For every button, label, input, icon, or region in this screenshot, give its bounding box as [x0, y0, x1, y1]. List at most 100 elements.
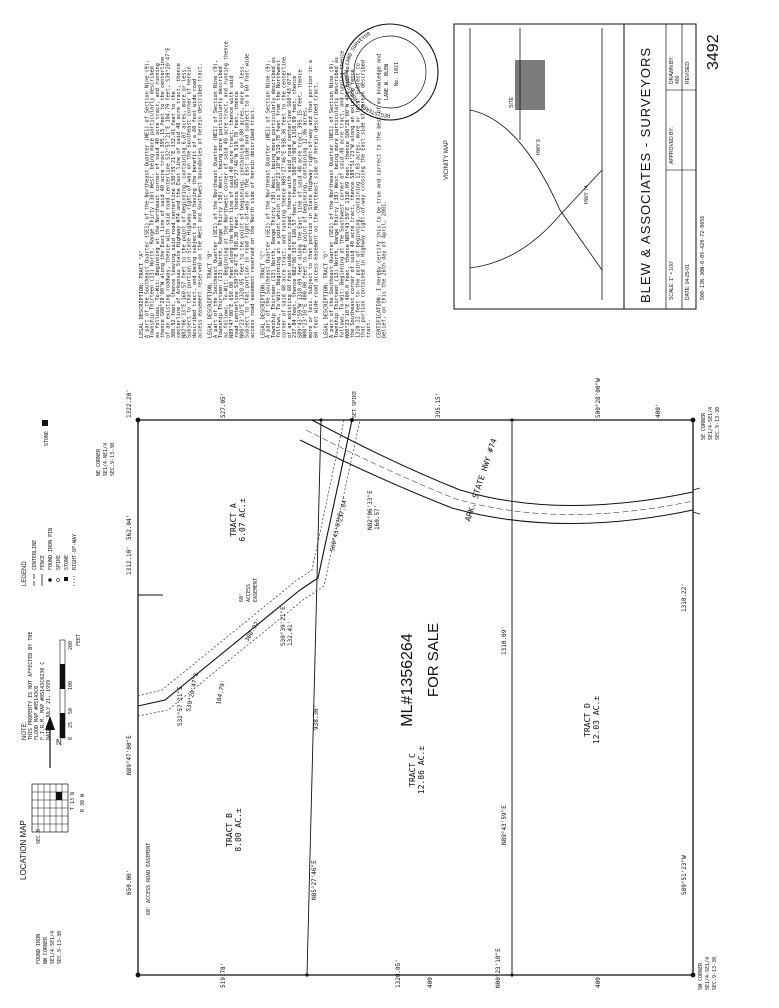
tract-a-area: 6.07 AC.±: [238, 498, 247, 542]
pin-icon: [510, 973, 514, 977]
vicinity-road: [469, 109, 603, 271]
vicinity-map-title: VICINITY MAP: [444, 140, 450, 180]
legal-heading: LEGAL DESCRIPTION: TRACT "A": [139, 251, 145, 338]
call-d400c: 400': [427, 974, 434, 988]
nw-corner-label-2: SE1/4-SE1/4: [50, 931, 56, 964]
access-road-centerline: [137, 419, 353, 707]
highway-centerline: [305, 429, 694, 515]
legend-title: LEGEND: [22, 561, 28, 586]
location-map-title: LOCATION MAP: [19, 820, 28, 880]
tract-b-area: 8.80 AC.±: [234, 808, 243, 852]
se-corner-label-2: SEC.9-13-30: [715, 407, 721, 440]
highway-row-tick: [692, 487, 701, 491]
legal-line: Subject to that portion in State Highway…: [187, 66, 193, 338]
legal-heading: LEGAL DESCRIPTION: TRACT "D": [324, 251, 330, 338]
legal-line: CERTIFICATION: I hereby certify this to …: [376, 54, 382, 338]
easement-label-1: ACCESS: [246, 584, 252, 602]
legal-line: more or less. Subject to that portion in…: [308, 60, 314, 338]
call-d395: 395.15': [435, 393, 442, 418]
legal-line: 60 foot wide road access easement on the…: [313, 82, 319, 338]
access-road-edge-south: [137, 419, 361, 717]
stone-icon: [42, 420, 48, 426]
svg-text:N: N: [56, 738, 62, 747]
call-s89: S89°51'23"W: [681, 855, 688, 895]
north-arrow-icon: N: [45, 716, 62, 768]
easement-label-0: 60': [239, 593, 245, 602]
stone-label: STONE: [44, 431, 50, 446]
tract-d-area: 12.03 AC.±: [592, 696, 601, 744]
legal-line: of an existing 60 foot wide access road,…: [287, 73, 293, 338]
location-map: LOCATION MAP SEC.9 T 13 N R 30 W 13 N: [19, 716, 86, 880]
title-drawn-value: 400: [675, 75, 681, 84]
call-d1320: 1320.05': [395, 959, 402, 988]
job-number: 3492: [705, 34, 722, 70]
seal-name: LANE W. BLEW: [384, 63, 390, 100]
legend-stone-icon: [64, 577, 68, 581]
location-map-township: T 13 N: [70, 792, 76, 810]
legal-line: access easement reserved on the West and…: [197, 63, 203, 338]
easement-label-2: EASEMENT: [253, 578, 259, 602]
call-n89-43: N89°43'59"E: [501, 805, 508, 845]
legal-line: A part of the Southeast Quarter (SE1) of…: [266, 60, 272, 338]
nw-corner-label-3: SEC.9-13-30: [57, 931, 63, 964]
legal-line: road centerline S39°20'47"E 938.30 feet,…: [234, 91, 240, 338]
legal-line: A part of the Southeast Quarter (SE1) of…: [329, 60, 335, 338]
ne-corner-label-2: SEC.9-13-30: [110, 443, 116, 476]
spike-label: SET SPIKE: [352, 391, 358, 418]
call-n85: N85°27'46"E: [311, 860, 318, 900]
call-n89-47: N89°47'00"E: [126, 735, 133, 775]
legal-line: N00°23'10"E 1320.05 feet to the point of…: [239, 63, 245, 338]
legal-line: belief, on this the 26th day of April, 2…: [382, 201, 388, 338]
legal-descriptions: LEGAL DESCRIPTION: TRACT "A" A part of th…: [139, 41, 388, 338]
call-n82: N82°06'33"E: [367, 490, 374, 530]
section-grid: [31, 783, 69, 833]
legal-line: corner of said 40 acre tract, and runnin…: [282, 57, 288, 338]
note-line-2: F.I.R.M. MAP #05143C0230 C: [40, 662, 46, 740]
legend: LEGEND CENTERLINE FENCE FOUND IRON PIN S…: [22, 528, 78, 586]
scale-tick-3: 100: [68, 681, 74, 690]
call-s32: S32°57'21"E: [177, 686, 184, 726]
call-d519: 519.78': [220, 963, 227, 988]
legal-line: tract.: [366, 319, 372, 338]
se-corner-label-0: SE CORNER: [701, 412, 707, 440]
legend-item-2: FOUND IRON PIN: [48, 528, 54, 570]
legal-line: access road easement reserved on the Nor…: [250, 107, 256, 338]
sw-corner-label-0: SW CORNER: [698, 962, 704, 990]
location-map-range: R 30 W: [80, 793, 86, 812]
firm-name: BLEW & ASSOCIATES - SURVEYORS: [638, 47, 653, 303]
call-d400a: 400': [655, 404, 662, 418]
legal-line: Subject to that portion in road right-of…: [245, 54, 251, 338]
legal-line: as follows, To-Wit: Beginning at the Nor…: [224, 41, 230, 338]
legal-line: 237.84 feet, thence N82°06'33"E 160.57 f…: [292, 76, 298, 338]
legal-line: N82°06'33"E 160.57 feet to the point of …: [181, 66, 187, 338]
scale-label: FEET: [76, 634, 82, 646]
location-map-section: SEC.9: [36, 829, 42, 844]
location-map-highlight: 13: [56, 792, 62, 798]
highway-edge-west: [311, 419, 694, 506]
se-corner-label-1: SE1/4-SE1/4: [708, 407, 714, 440]
legal-line: as follows, To-Wit: Beginning at the Nor…: [155, 63, 161, 338]
tract-c-area: 12.86 AC.±: [417, 746, 426, 794]
scale-bar: 0 25 50 100 200 FEET: [59, 634, 82, 740]
note-line-3: DATED: JULY 21, 1999: [46, 680, 52, 740]
legal-line: Township Thirteen (13) North, Range Thir…: [218, 66, 224, 338]
flood-note: NOTE: THIS PROPERTY IS NOT AFFECTED BY T…: [22, 632, 82, 740]
access-road-edge-north: [137, 419, 345, 697]
call-d650: 650.00': [126, 870, 133, 895]
legend-item-3: SPIKE: [56, 555, 62, 570]
sw-stone-icon: [690, 972, 696, 978]
seal-number: No. 1021: [394, 62, 400, 86]
legal-line: 1310.22 feet to the point of beginning, …: [355, 63, 361, 338]
legal-heading: LEGAL DESCRIPTION: TRACT "B": [208, 251, 214, 338]
legal-line: of an existing roadway, thence with said…: [166, 48, 172, 338]
call-d132: 132.41': [287, 621, 294, 646]
legal-line: Township Thirteen (13) North, Range Thir…: [334, 57, 340, 338]
scale-tick-0: 0: [68, 737, 74, 740]
legal-line: Township Thirteen (13) North, Range Thir…: [271, 57, 277, 338]
spike-icon: [350, 418, 354, 422]
highway-edge-east: [299, 439, 694, 524]
vicinity-hwy-a: HWY 74: [584, 185, 590, 204]
vicinity-site-marker: [515, 60, 545, 110]
legal-heading: LEGAL DESCRIPTION: TRACT "C": [260, 251, 266, 338]
tract-d-name: TRACT D: [583, 703, 592, 737]
